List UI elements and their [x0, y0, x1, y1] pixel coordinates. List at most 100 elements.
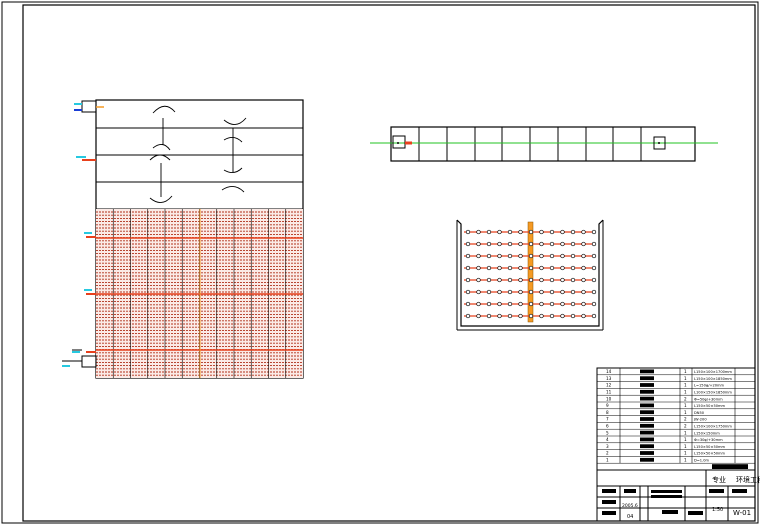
bom-spec: L150×50×50mm [694, 404, 726, 408]
bom-quantity: 1 [684, 410, 687, 415]
media-bead [518, 301, 523, 307]
media-bead [507, 289, 513, 295]
media-bead [581, 229, 586, 235]
title-block: 专业 环境工程 04 2005.6 1:50 W-01 [596, 469, 760, 522]
inner-frame [22, 4, 756, 522]
media-bead [528, 265, 534, 271]
inlet-point [397, 142, 399, 144]
media-bead [497, 253, 502, 259]
tank-elevation-view [370, 126, 718, 162]
tank-plan-view [62, 99, 304, 379]
bom-spec: L150×50×50mm [694, 445, 726, 449]
bom-spec: L150×100×1750mm [694, 425, 732, 429]
bom-item-number: 6 [606, 424, 609, 429]
bom-item-number: 2 [606, 451, 609, 456]
media-bead [507, 265, 513, 271]
bom-name-block [640, 457, 654, 462]
bom-name-block [640, 437, 654, 442]
section-outline [456, 219, 604, 327]
media-bead [465, 241, 471, 247]
bom-quantity: 2 [684, 424, 687, 429]
title-text-block [602, 511, 616, 515]
media-bead [507, 253, 513, 259]
media-bead [528, 253, 534, 259]
media-bead [539, 241, 544, 247]
outlet-point [658, 142, 660, 144]
bom-name-block [640, 451, 654, 455]
bom-spec: L150×100×1700mm [694, 370, 732, 374]
bom-quantity: 1 [684, 444, 687, 449]
media-bead [476, 277, 481, 283]
bom-item-number: 14 [606, 369, 612, 374]
media-bead [591, 277, 597, 283]
media-bead [539, 289, 544, 295]
media-bead [465, 265, 471, 271]
media-bead [549, 301, 555, 307]
flow-arrows [149, 105, 247, 203]
media-bead [465, 313, 471, 319]
filter-media-grid [96, 209, 303, 378]
media-bead [560, 253, 565, 259]
title-block-border [596, 469, 756, 522]
media-bead [518, 241, 523, 247]
media-bead [560, 241, 565, 247]
media-bead [518, 289, 523, 295]
inlet-box [81, 100, 97, 113]
media-bead [497, 313, 502, 319]
media-bead [549, 265, 555, 271]
media-bead [570, 253, 576, 259]
bom-quantity: 2 [684, 417, 687, 422]
elevation-outline [390, 126, 696, 162]
media-bead [581, 241, 586, 247]
title-text-block [602, 489, 616, 493]
bom-name-block [640, 396, 654, 401]
media-bead [549, 241, 555, 247]
bom-quantity: 1 [684, 451, 687, 456]
project-name-block [651, 490, 682, 493]
media-bead [476, 301, 481, 307]
media-bead [570, 277, 576, 283]
inlet-chamber [392, 135, 406, 149]
bom-quantity: 2 [684, 396, 687, 401]
media-bead [476, 229, 481, 235]
title-text-block [709, 489, 724, 493]
bom-spec: L=150φ/+20mm [694, 384, 725, 388]
media-bead [560, 313, 565, 319]
header-left-label: 专业 [712, 475, 726, 484]
media-bead [528, 229, 534, 235]
media-bead [581, 289, 586, 295]
bom-item-number: 7 [606, 417, 609, 422]
bom-name-block [640, 444, 654, 449]
media-bead [497, 277, 502, 283]
media-bead [591, 253, 597, 259]
media-bead [507, 241, 513, 247]
media-bead [465, 301, 471, 307]
bom-name-block [640, 376, 654, 381]
media-bead [570, 289, 576, 295]
bom-name-block [640, 389, 654, 394]
media-bead [591, 301, 597, 307]
media-bead [570, 265, 576, 271]
bom-item-number: 13 [606, 376, 612, 381]
bom-spec: L150×150mm [694, 431, 720, 435]
drawing-number: W-01 [733, 509, 751, 517]
bom-name-block [640, 403, 654, 408]
media-bead [486, 253, 492, 259]
media-bead [518, 277, 523, 283]
media-bead [497, 301, 502, 307]
media-bead [497, 229, 502, 235]
flow-arrow-icon [149, 154, 171, 161]
bom-quantity: 1 [684, 437, 687, 442]
media-bead [528, 277, 534, 283]
media-bead [528, 241, 534, 247]
cross-section-view [456, 219, 604, 331]
media-bead [581, 277, 586, 283]
media-bead [497, 265, 502, 271]
media-bead [518, 253, 523, 259]
outlet-chamber [653, 136, 666, 150]
bom-name-block [640, 430, 654, 435]
media-bead [549, 289, 555, 295]
media-bead [549, 277, 555, 283]
center-support [527, 221, 534, 323]
media-bead [581, 313, 586, 319]
